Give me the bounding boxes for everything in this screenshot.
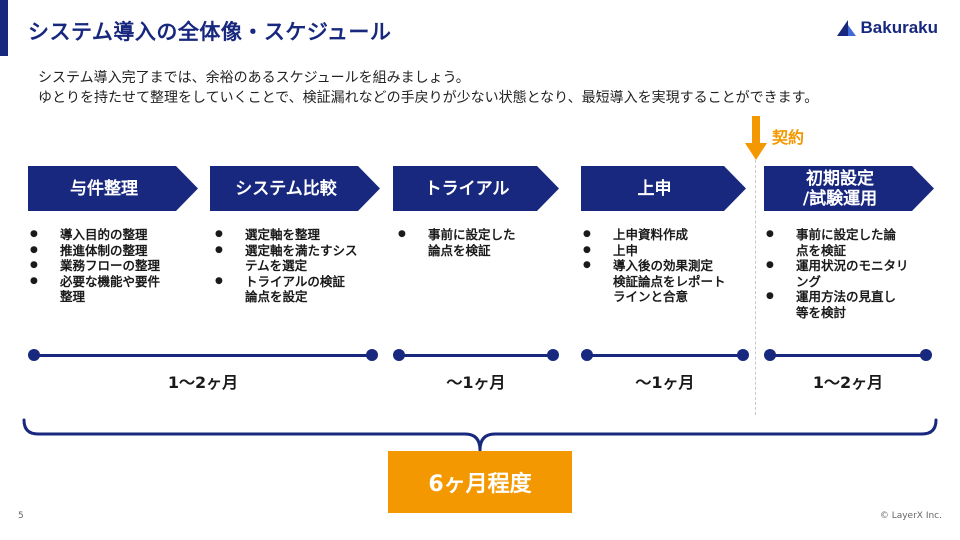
task-item: 運用方法の見直し 等を検討 [766,289,909,320]
task-item: 事前に設定した 論点を検証 [398,227,516,258]
timeline-line [33,354,373,357]
task-item: 導入目的の整理 [30,227,160,243]
contract-divider [755,160,756,415]
phase-title: 初期設定 /試験運用 [802,168,878,209]
intro-line-1: システム導入完了までは、余裕のあるスケジュールを組みましょう。 [38,70,470,86]
phase-title: システム比較 [235,178,337,199]
timeline-dot [920,349,932,361]
copyright: © LayerX Inc. [879,511,942,521]
task-item: 必要な機能や要件 整理 [30,274,160,305]
contract-down-arrow-icon [745,116,767,160]
task-list-trial: 事前に設定した 論点を検証 [398,227,516,258]
phase-requirements: 与件整理 [28,166,198,211]
timeline-line [586,354,744,357]
timeline-segment-1 [28,349,378,361]
phase-initial-setup: 初期設定 /試験運用 [764,166,934,211]
duration-label: 1～2ヶ月 [812,373,884,392]
timeline-line [769,354,927,357]
task-item: 選定軸を満たすシス テムを選定 [215,243,358,274]
task-list-requirements: 導入目的の整理 推進体制の整理 業務フローの整理 必要な機能や要件 整理 [30,227,160,305]
bakuraku-logo-icon [836,20,856,36]
task-item: 上申資料作成 [583,227,726,243]
phase-title: 上申 [637,178,672,199]
duration-label: ～1ヶ月 [446,373,506,392]
timeline-segment-2 [393,349,559,361]
timeline-dot [547,349,559,361]
task-item: 導入後の効果測定 検証論点をレポート ラインと合意 [583,258,726,305]
task-item: 事前に設定した論 点を検証 [766,227,909,258]
slide-title: システム導入の全体像・スケジュール [28,20,392,44]
timeline-dot [393,349,405,361]
phase-approval: 上申 [581,166,746,211]
timeline-line [398,354,554,357]
title-accent-bar [0,0,8,56]
duration-label: 1～2ヶ月 [167,373,239,392]
timeline-dot [366,349,378,361]
task-list-system-comparison: 選定軸を整理 選定軸を満たすシス テムを選定 トライアルの検証 論点を設定 [215,227,358,305]
brand-name: Bakuraku [860,18,938,37]
timeline-dot [737,349,749,361]
intro-text: システム導入完了までは、余裕のあるスケジュールを組みましょう。 ゆとりを持たせて… [38,68,818,108]
timeline-dot [28,349,40,361]
timeline-segment-3 [581,349,749,361]
task-item: 選定軸を整理 [215,227,358,243]
timeline-dot [581,349,593,361]
phase-trial: トライアル [393,166,559,211]
phase-title: トライアル [424,178,510,199]
task-item: 運用状況のモニタリ ング [766,258,909,289]
total-duration-badge: 6ヶ月程度 [388,451,572,513]
intro-line-2: ゆとりを持たせて整理をしていくことで、検証漏れなどの手戻りが少ない状態となり、最… [38,90,819,106]
phase-system-comparison: システム比較 [210,166,380,211]
phase-title: 与件整理 [70,178,138,199]
task-item: 推進体制の整理 [30,243,160,259]
page-number: 5 [18,511,24,521]
task-list-initial-setup: 事前に設定した論 点を検証 運用状況のモニタリ ング 運用方法の見直し 等を検討 [766,227,909,320]
timeline-dot [764,349,776,361]
task-item: トライアルの検証 論点を設定 [215,274,358,305]
task-item: 上申 [583,243,726,259]
total-brace [22,418,938,452]
task-item: 業務フローの整理 [30,258,160,274]
task-list-approval: 上申資料作成 上申 導入後の効果測定 検証論点をレポート ラインと合意 [583,227,726,305]
bakuraku-logo: Bakuraku [835,18,938,38]
timeline-segment-4 [764,349,932,361]
contract-label: 契約 [772,128,805,147]
duration-label: ～1ヶ月 [635,373,695,392]
